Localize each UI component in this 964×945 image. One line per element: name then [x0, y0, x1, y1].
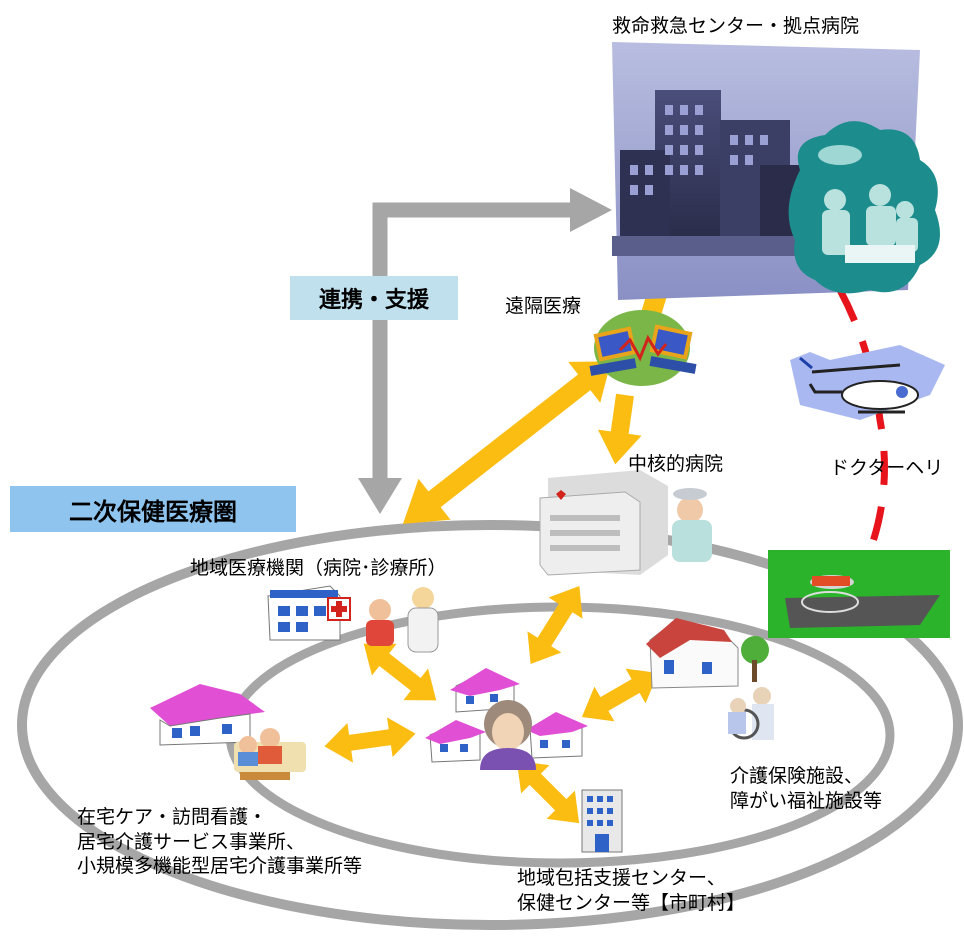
core-hospital-icon	[539, 470, 712, 576]
chiiki-iryo-label: 地域医療機関（病院･診療所）	[190, 557, 447, 579]
kyumei-label: 救命救急センター・拠点病院	[612, 15, 860, 37]
kaigo-label: 介護保険施設、 障がい福祉施設等	[730, 764, 882, 813]
niji-label-box: 二次保健医療圏	[10, 486, 296, 532]
helicopter-icon	[790, 345, 945, 420]
houkatsu-label-line1: 地域包括支援センター、	[517, 867, 726, 889]
doctor-heli-label: ドクターヘリ	[830, 457, 944, 479]
zaitaku-label-line3: 小規模多機能型居宅介護事業所等	[77, 855, 363, 878]
clinic-icon	[267, 585, 439, 653]
renkei-label: 連携・支援	[318, 288, 429, 313]
telemedicine-icon	[589, 310, 697, 386]
houkatsu-label-line2: 保健センター等【市町村】	[517, 891, 746, 914]
home-care-icon	[150, 684, 306, 780]
renkei-label-box: 連携・支援	[290, 276, 458, 320]
support-center-icon	[581, 789, 623, 853]
zaitaku-label-line2: 居宅介護サービス事業所、	[77, 830, 306, 853]
zaitaku-label: 在宅ケア・訪問看護・ 居宅介護サービス事業所、 小規模多機能型居宅介護事業所等	[77, 805, 362, 879]
niji-label: 二次保健医療圏	[69, 497, 237, 526]
kaigo-label-line2: 障がい福祉施設等	[730, 789, 883, 812]
surgery-team-icon	[788, 121, 940, 294]
houkatsu-label: 地域包括支援センター、 保健センター等【市町村】	[517, 866, 745, 915]
outer-ring	[17, 520, 963, 930]
helipad-icon	[768, 550, 950, 638]
chukaku-label: 中核的病院	[628, 453, 724, 475]
community-houses-icon	[425, 668, 588, 770]
kaigo-label-line1: 介護保険施設、	[730, 765, 864, 787]
zaitaku-label-line1: 在宅ケア・訪問看護・	[77, 806, 268, 828]
renkei-arrow	[358, 188, 612, 514]
enkaku-label: 遠隔医療	[505, 295, 582, 317]
care-facility-icon	[646, 618, 774, 740]
heli-route	[836, 288, 888, 577]
